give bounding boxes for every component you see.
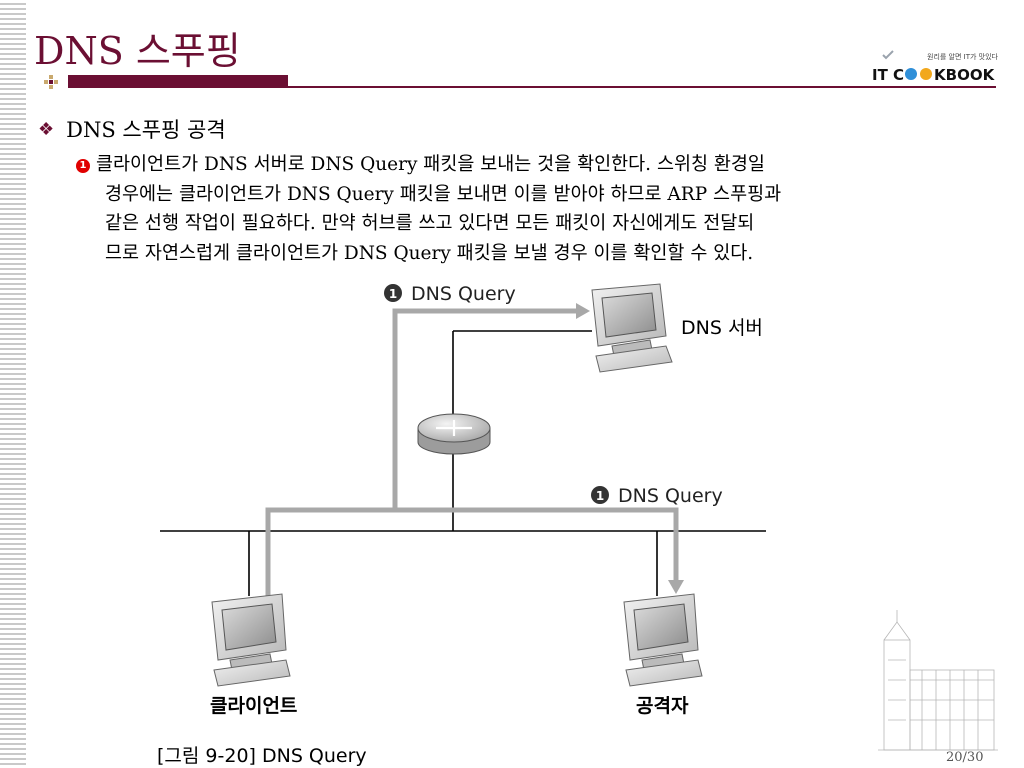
bullet-heading: ❖ DNS 스푸핑 공격	[38, 114, 226, 144]
title-underline-thick	[68, 75, 288, 86]
dns-query-path	[265, 308, 679, 596]
figure-caption: [그림 9-20] DNS Query	[157, 745, 367, 767]
logo-wordmark: IT C KBOOK	[872, 66, 994, 84]
dns-query-text-bottom: DNS Query	[618, 485, 723, 507]
logo-tagline: 원리를 알면 IT가 맛있다	[927, 53, 998, 61]
diamond-bullet-icon: ❖	[38, 118, 55, 140]
logo-brand-right: KBOOK	[934, 66, 995, 84]
arrowhead-to-server	[576, 303, 590, 319]
dns-query-label-top: 1 DNS Query	[384, 283, 516, 305]
router-icon	[417, 413, 491, 455]
step-marker-bottom: 1	[596, 489, 604, 503]
checkmark-icon	[882, 50, 894, 60]
step-marker-top: 1	[389, 287, 397, 301]
building-sketch-icon	[878, 610, 998, 751]
it-cookbook-logo: 원리를 알면 IT가 맛있다 IT C KBOOK	[868, 50, 998, 86]
dns-server-computer-icon	[591, 283, 673, 373]
title-underline-thin	[68, 86, 996, 88]
dns-query-text-top: DNS Query	[411, 283, 516, 305]
attacker-computer-icon	[623, 593, 703, 687]
red-number-marker: 1	[76, 159, 90, 173]
paragraph-line: 경우에는 클라이언트가 DNS Query 패킷을 보내면 이를 받아야 하므로…	[105, 183, 782, 205]
logo-dots-icon	[905, 68, 933, 80]
dns-query-label-bottom: 1 DNS Query	[591, 485, 723, 507]
client-computer-icon	[211, 593, 291, 687]
logo-brand-left: IT C	[872, 66, 905, 84]
client-label: 클라이언트	[210, 695, 297, 717]
paragraph-line: 므로 자연스럽게 클라이언트가 DNS Query 패킷을 보낼 경우 이를 확…	[105, 242, 754, 264]
network-diagram: DNS 서버 클라이언트 공격자 1 DNS Query 1 DNS Query…	[157, 283, 766, 767]
bullet-heading-text: DNS 스푸핑 공격	[66, 118, 226, 142]
left-stripe-decoration	[0, 0, 26, 768]
arrowhead-to-attacker	[668, 580, 684, 594]
slide-title: DNS 스푸핑	[34, 29, 241, 73]
page-number: 20/30	[946, 750, 984, 765]
dns-server-label: DNS 서버	[681, 317, 763, 339]
paragraph-line: 같은 선행 작업이 필요하다. 만약 허브를 쓰고 있다면 모든 패킷이 자신에…	[105, 213, 755, 234]
attacker-label: 공격자	[636, 695, 689, 717]
title-decoration-icon	[44, 75, 58, 89]
